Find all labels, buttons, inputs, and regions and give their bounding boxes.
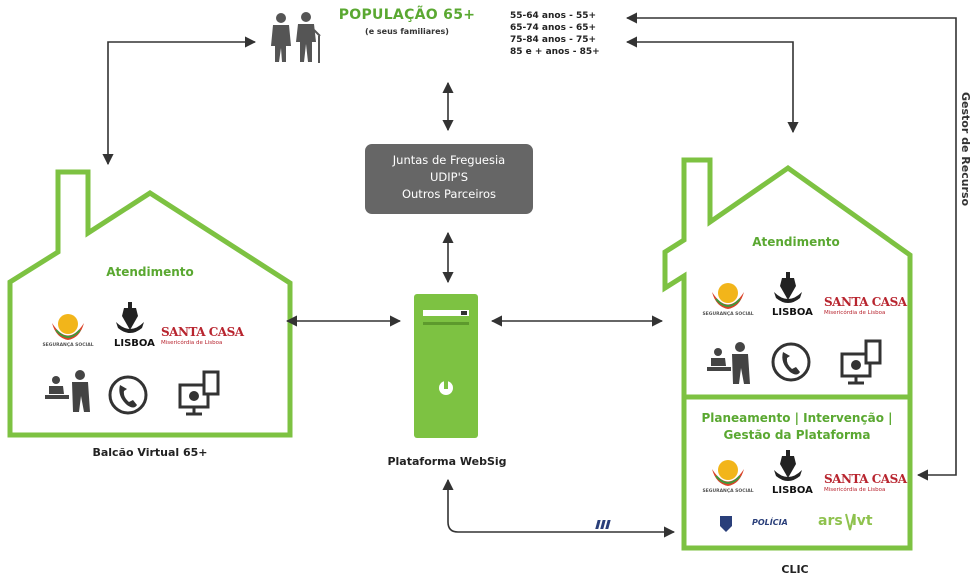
age-group-85: 85 e + anos - 85+ bbox=[510, 47, 600, 57]
age-group-list: 55-64 anos - 55+ 65-74 anos - 65+ 75-84 … bbox=[510, 10, 600, 58]
ars-mark-icon bbox=[845, 513, 855, 531]
right-santacasa-label: SANTA CASA bbox=[824, 295, 907, 309]
server-icon bbox=[414, 294, 478, 438]
seguranca-social-logo-clic bbox=[712, 460, 744, 486]
right-santacasa-sub: Misericórdia de Lisboa bbox=[824, 310, 886, 316]
partners-box: Juntas de Freguesia UDIP'S Outros Parcei… bbox=[365, 144, 533, 214]
connector-arrows bbox=[102, 12, 957, 538]
platform-caption: Plataforma WebSig bbox=[387, 455, 507, 468]
clic-seguranca-label: SEGURANÇA SOCIAL bbox=[702, 489, 754, 494]
population-subtitle: (e seus familiares) bbox=[365, 27, 449, 36]
left-house-caption: Balcão Virtual 65+ bbox=[92, 446, 208, 459]
partners-line-outros: Outros Parceiros bbox=[401, 187, 497, 201]
clic-santacasa-label: SANTA CASA bbox=[824, 472, 907, 486]
planning-label: Planeamento | Intervenção | Gestão da Pl… bbox=[690, 410, 904, 444]
left-computer-icon bbox=[178, 370, 220, 416]
right-phone-icon bbox=[771, 342, 811, 382]
lisboa-crest-right bbox=[774, 272, 802, 303]
arrow-ages-right-house bbox=[625, 36, 799, 134]
right-person-service-icon bbox=[707, 342, 750, 384]
arrow-platform-clic bbox=[442, 478, 676, 538]
clic-santacasa-sub: Misericórdia de Lisboa bbox=[824, 487, 886, 493]
right-house-caption: CLIC bbox=[781, 563, 809, 576]
age-group-55: 55-64 anos - 55+ bbox=[510, 11, 597, 21]
gestor-recurso-label: Gestor de Recurso bbox=[959, 92, 972, 207]
arrow-gestor-loop bbox=[625, 12, 957, 481]
planning-line-1: Planeamento | Intervenção | bbox=[701, 411, 893, 425]
lisboa-crest-clic bbox=[774, 450, 802, 481]
right-lisboa-label: LISBOA bbox=[772, 307, 813, 318]
seguranca-social-logo-right bbox=[712, 283, 744, 309]
partners-line-udips: UDIP'S bbox=[429, 170, 469, 184]
age-group-65: 65-74 anos - 65+ bbox=[510, 23, 597, 33]
right-computer-icon bbox=[840, 339, 882, 385]
policia-label: POLÍCIA bbox=[752, 518, 788, 527]
policia-shield-icon bbox=[595, 516, 732, 532]
elderly-couple-icon bbox=[271, 12, 321, 63]
right-house-heading: Atendimento bbox=[752, 235, 840, 249]
planning-line-2: Gestão da Plataforma bbox=[723, 428, 871, 442]
left-house-outline bbox=[7, 169, 293, 438]
population-title: POPULAÇÃO 65+ bbox=[338, 7, 476, 23]
arrow-population-left-house bbox=[102, 36, 257, 166]
left-santacasa-sub: Misericórdia de Lisboa bbox=[161, 340, 223, 346]
clic-lisboa-label: LISBOA bbox=[772, 485, 813, 496]
ars-label: ars bbox=[818, 513, 843, 529]
right-seguranca-label: SEGURANÇA SOCIAL bbox=[702, 312, 754, 317]
left-house-heading: Atendimento bbox=[106, 265, 194, 279]
lvt-label: lvt bbox=[852, 513, 873, 529]
age-group-75: 75-84 anos - 75+ bbox=[510, 35, 597, 45]
left-phone-icon bbox=[108, 375, 148, 415]
left-seguranca-label: SEGURANÇA SOCIAL bbox=[42, 343, 94, 348]
partners-line-juntas: Juntas de Freguesia bbox=[392, 153, 506, 167]
left-person-service-icon bbox=[45, 370, 90, 412]
left-lisboa-label: LISBOA bbox=[114, 338, 155, 349]
lisboa-crest-left bbox=[116, 302, 144, 333]
seguranca-social-logo-left bbox=[52, 314, 84, 340]
left-santacasa-label: SANTA CASA bbox=[161, 325, 244, 339]
